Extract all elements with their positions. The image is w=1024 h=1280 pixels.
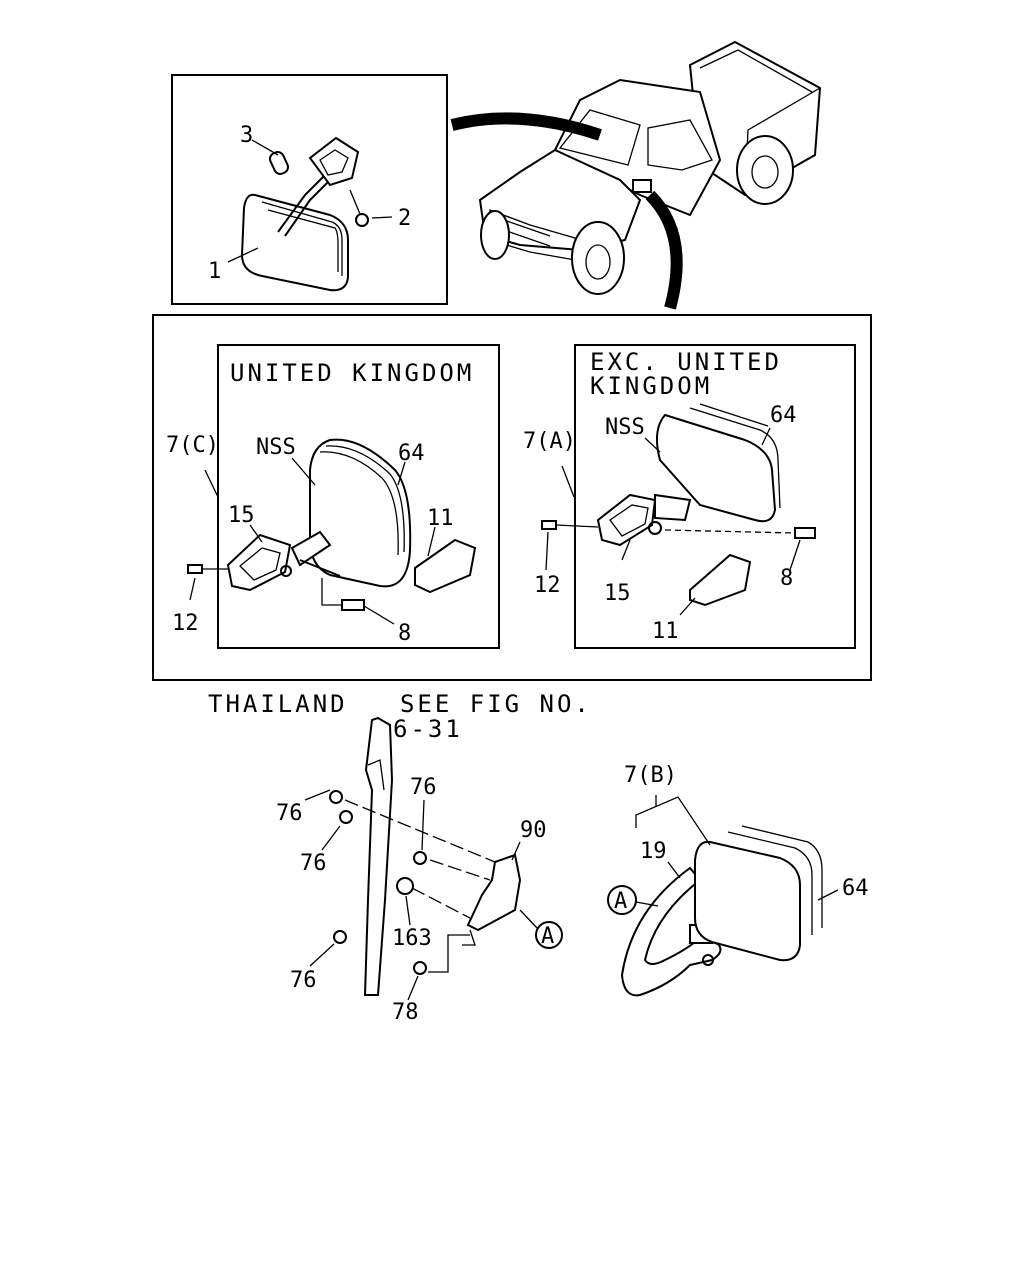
exc-uk-callout-8: 8 [780,566,793,591]
exc-uk-callout-12: 12 [534,573,561,598]
callout-1: 1 [208,259,221,284]
circle-ref-a-1 [535,921,563,949]
circle-ref-a-2 [607,885,637,915]
thailand-mirror: A 7(B) 19 64 [607,763,869,997]
thailand-note-line2: 6-31 [393,715,463,743]
mirror-callout-19: 19 [640,839,667,864]
outside-mirror-group-box [152,314,872,681]
truck-illustration [450,40,822,310]
mirror-callout-64: 64 [842,876,869,901]
callout-2: 2 [398,206,411,231]
exc-uk-panel: EXC. UNITED KINGDOM 7(A) NSS 64 12 15 8 … [523,344,856,649]
uk-callout-nss: NSS [256,435,296,460]
exc-uk-callout-15: 15 [604,581,631,606]
uk-callout-12: 12 [172,611,199,636]
circle-ref-a-label-1: A [541,924,554,949]
uk-callout-8: 8 [398,621,411,646]
uk-callout-7c: 7(C) [166,433,219,458]
circle-ref-a-label-2: A [614,889,627,914]
exc-uk-callout-64: 64 [770,403,797,428]
bracket-callout-76-c: 76 [410,775,437,800]
thailand-note: THAILAND SEE FIG NO. 6-31 [208,690,592,743]
uk-heading: UNITED KINGDOM [230,359,474,387]
uk-callout-11: 11 [427,506,454,531]
bracket-callout-78: 78 [392,1000,419,1025]
bracket-callout-163: 163 [392,926,432,951]
uk-panel: UNITED KINGDOM 7(C) NSS 64 15 11 12 8 [166,344,500,649]
bracket-callout-76-a: 76 [276,801,303,826]
callout-3: 3 [240,123,253,148]
exc-uk-callout-nss: NSS [605,415,645,440]
bracket-callout-76-b: 76 [300,851,327,876]
thailand-bracket-assembly: A 76 76 76 76 90 163 78 [276,716,563,1025]
exc-uk-heading-line1: EXC. UNITED [590,348,782,376]
uk-callout-15: 15 [228,503,255,528]
bracket-callout-76-d: 76 [290,968,317,993]
inner-mirror-box: 3 2 1 [171,74,448,305]
mirror-callout-7b: 7(B) [624,763,677,788]
exc-uk-heading-line2: KINGDOM [590,372,712,400]
bracket-callout-90: 90 [520,818,547,843]
uk-callout-64: 64 [398,441,425,466]
exc-uk-callout-11: 11 [652,619,679,644]
exc-uk-callout-7a: 7(A) [523,429,576,454]
thailand-note-line1: THAILAND SEE FIG NO. [208,690,592,718]
